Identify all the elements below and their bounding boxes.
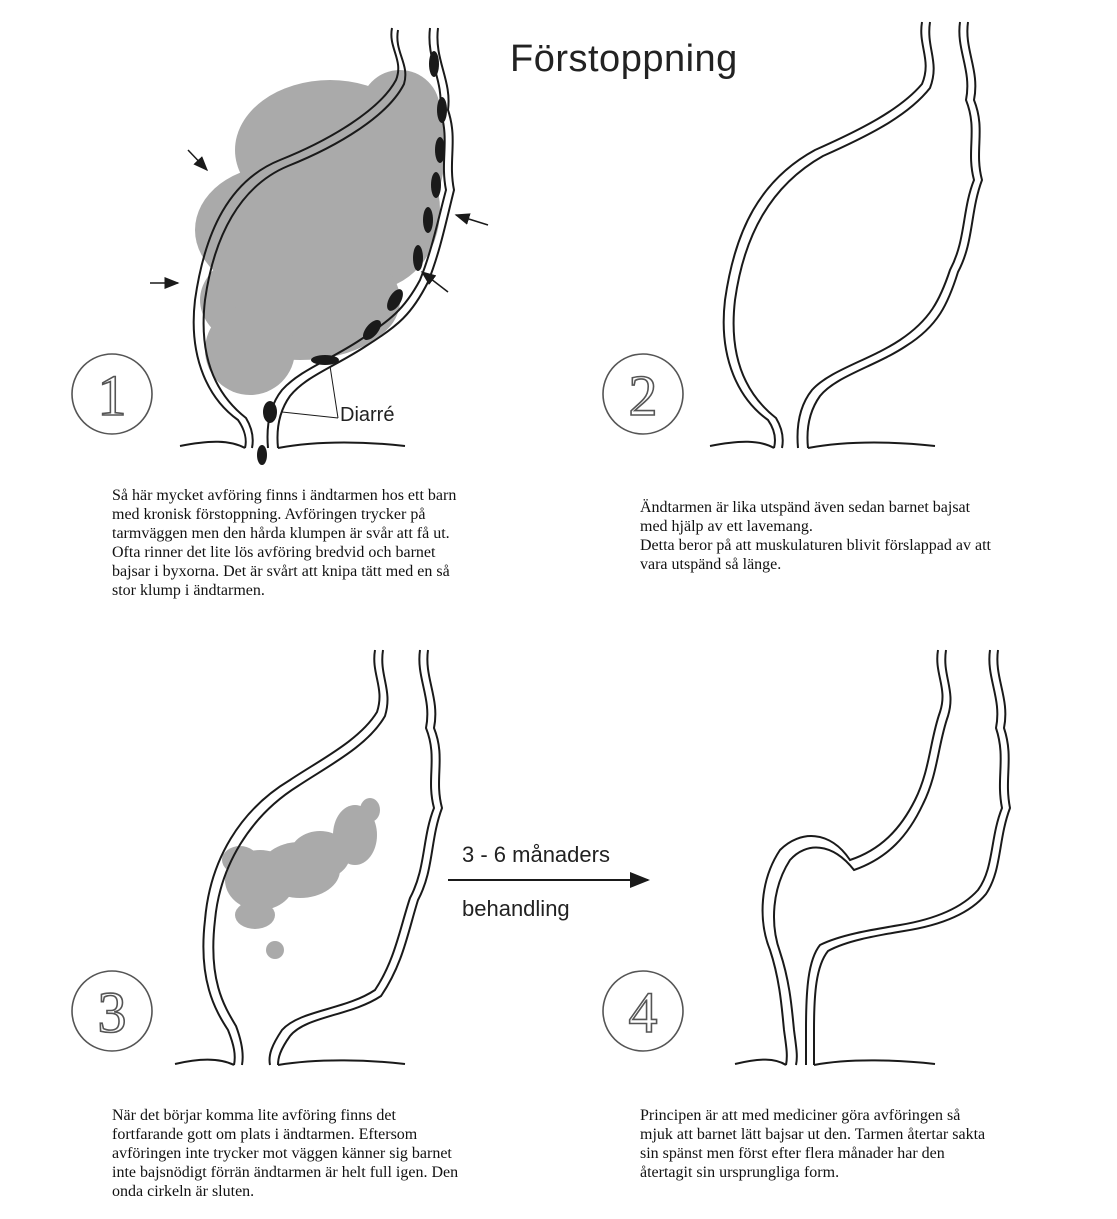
step-circle-2: 2: [603, 354, 683, 434]
panel-3-rectum: [175, 650, 442, 1065]
duration-label: 3 - 6 månaders: [462, 842, 610, 868]
panel-2-rectum: [710, 22, 982, 448]
step-circle-4: 4: [603, 971, 683, 1051]
caption-step-1: Så här mycket avföring finns i ändtarmen…: [112, 486, 562, 600]
treatment-label: behandling: [462, 896, 570, 922]
svg-text:1: 1: [98, 363, 127, 428]
caption-step-3: När det börjar komma lite avföring finns…: [112, 1106, 562, 1201]
svg-text:4: 4: [629, 980, 658, 1045]
svg-text:3: 3: [98, 980, 127, 1045]
step-circle-3: 3: [72, 971, 152, 1051]
svg-text:2: 2: [629, 363, 658, 428]
panel-4-rectum: [735, 650, 1010, 1065]
caption-step-4: Principen är att med mediciner göra avfö…: [640, 1106, 1100, 1182]
step-circle-1: 1: [72, 354, 152, 434]
stool-mass-large: [195, 70, 445, 395]
page-title: Förstoppning: [510, 38, 738, 81]
diarrhea-label: Diarré: [340, 404, 394, 427]
stool-mass-small: [222, 798, 380, 959]
panel-1-rectum: [150, 28, 488, 465]
caption-step-2: Ändtarmen är lika utspänd även sedan bar…: [640, 498, 1100, 574]
